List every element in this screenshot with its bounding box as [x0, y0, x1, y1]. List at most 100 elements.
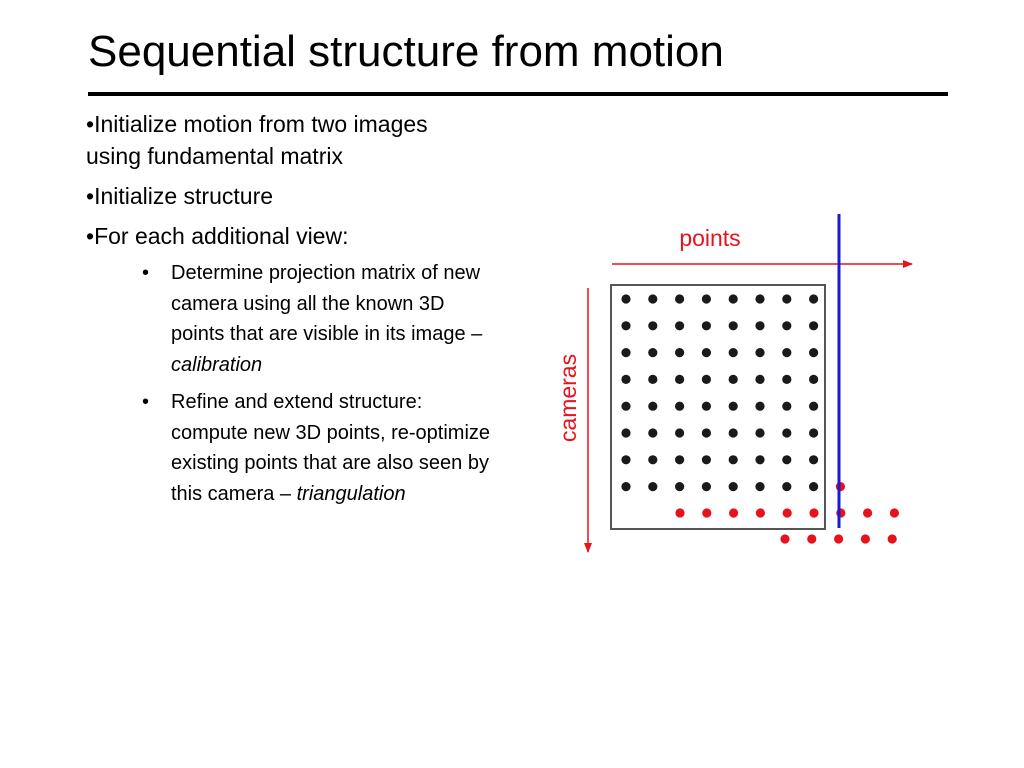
- known-point-dot: [755, 374, 765, 384]
- known-point-dot: [755, 348, 765, 358]
- known-point-dot: [755, 294, 765, 304]
- new-point-dot: [755, 508, 766, 518]
- known-point-dot: [728, 374, 738, 384]
- bullet-text: Initialize motion from two images using …: [86, 111, 428, 169]
- bullet-additional-view: •For each additional view: •Determine pr…: [86, 220, 490, 509]
- bullet-marker: •: [86, 183, 95, 209]
- new-point-dot: [729, 508, 739, 518]
- bullet-initialize-motion: •Initialize motion from two images using…: [86, 108, 431, 172]
- known-point-dot: [782, 428, 792, 438]
- known-point-dot: [621, 428, 631, 438]
- known-point-dot: [675, 321, 685, 331]
- bullet-marker: •: [86, 223, 95, 249]
- known-point-dot: [701, 401, 712, 411]
- bullet-list: •Initialize motion from two images using…: [86, 108, 506, 517]
- sub-bullet-triangulation: • Refine and extend structure: compute ne…: [86, 387, 501, 509]
- known-point-dot: [809, 321, 819, 331]
- observation-dots: [621, 294, 900, 544]
- known-point-dot: [809, 428, 819, 438]
- known-point-dot: [648, 374, 658, 384]
- known-point-dot: [728, 401, 738, 411]
- known-point-dot: [621, 401, 631, 411]
- known-point-dot: [728, 348, 738, 358]
- known-point-dot: [675, 348, 685, 358]
- known-point-dot: [701, 294, 712, 304]
- sub-bullet-text: Refine and extend structure: compute new…: [171, 391, 491, 505]
- sub-bullet-emphasis: calibration: [171, 353, 263, 376]
- sub-bullet-list: • Determine projection matrix of new came…: [86, 258, 490, 509]
- known-point-dot: [755, 455, 765, 465]
- known-point-dot: [809, 482, 819, 492]
- known-point-dot: [782, 294, 792, 304]
- known-point-dot: [728, 294, 738, 304]
- new-point-dot: [809, 508, 819, 518]
- known-point-dot: [728, 455, 738, 465]
- known-point-dot: [701, 455, 712, 465]
- new-point-dot: [863, 508, 873, 518]
- known-point-dot: [809, 455, 819, 465]
- new-camera-point-dot: [887, 534, 897, 544]
- known-point-dot: [809, 294, 819, 304]
- new-point-dot: [675, 508, 685, 518]
- known-point-dot: [648, 401, 658, 411]
- known-point-dot: [648, 321, 658, 331]
- known-point-dot: [621, 321, 631, 331]
- known-point-dot: [782, 374, 792, 384]
- known-point-dot: [701, 321, 712, 331]
- known-point-dot: [782, 321, 792, 331]
- new-camera-point-dot: [780, 534, 790, 544]
- known-point-dot: [675, 455, 685, 465]
- slide-title: Sequential structure from motion: [88, 27, 724, 76]
- known-point-dot: [621, 455, 631, 465]
- known-point-dot: [675, 428, 685, 438]
- known-point-dot: [648, 348, 658, 358]
- known-point-dot: [728, 482, 738, 492]
- sub-bullet-emphasis: triangulation: [296, 482, 406, 505]
- bullet-text: For each additional view:: [94, 223, 349, 249]
- known-point-dot: [621, 374, 631, 384]
- known-point-dot: [701, 374, 712, 384]
- known-point-dot: [701, 348, 712, 358]
- new-point-dot: [889, 508, 900, 518]
- cameras-axis-label: cameras: [555, 354, 581, 442]
- known-point-dot: [809, 374, 819, 384]
- known-point-dot: [675, 294, 685, 304]
- new-point-dot: [702, 508, 712, 518]
- known-point-dot: [782, 482, 792, 492]
- known-point-dot: [755, 401, 765, 411]
- known-point-dot: [648, 294, 658, 304]
- known-point-dot: [675, 482, 685, 492]
- new-camera-point-dot: [834, 534, 844, 544]
- bullet-text: Initialize structure: [94, 183, 274, 209]
- known-point-dot: [755, 428, 765, 438]
- known-point-dot: [755, 482, 765, 492]
- sub-bullet-text: Determine projection matrix of new camer…: [171, 262, 483, 345]
- title-underline: [88, 92, 948, 96]
- known-point-dot: [755, 321, 765, 331]
- known-point-dot: [648, 482, 658, 492]
- known-point-dot: [621, 482, 631, 492]
- sub-bullet-marker: •: [142, 262, 150, 284]
- new-camera-point-dot: [807, 534, 817, 544]
- known-point-dot: [809, 401, 819, 411]
- known-point-dot: [728, 428, 738, 438]
- points-axis-label: points: [679, 225, 740, 251]
- known-point-dot: [809, 348, 819, 358]
- bullet-marker: •: [86, 111, 95, 137]
- known-point-dot: [675, 374, 685, 384]
- known-point-dot: [728, 321, 738, 331]
- bullet-initialize-structure: •Initialize structure: [86, 180, 431, 212]
- known-point-dot: [701, 428, 712, 438]
- observation-matrix-box: [610, 284, 826, 530]
- new-camera-point-dot: [860, 534, 871, 544]
- known-point-dot: [782, 348, 792, 358]
- known-point-dot: [675, 401, 685, 411]
- new-point-dot: [782, 508, 792, 518]
- known-point-dot: [621, 294, 631, 304]
- known-point-dot: [621, 348, 631, 358]
- sub-bullet-marker: •: [142, 391, 150, 413]
- known-point-dot: [701, 482, 712, 492]
- known-point-dot: [782, 455, 792, 465]
